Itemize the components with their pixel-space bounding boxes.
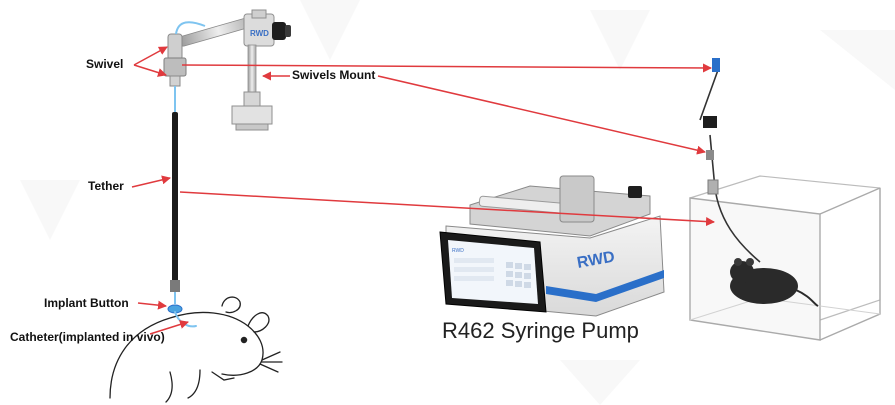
arrow-tether-left — [131, 175, 171, 188]
arrow-tether-right — [179, 191, 715, 227]
label-tether: Tether — [88, 179, 124, 193]
screen-logo: RWD — [452, 248, 464, 254]
pump-title: R462 Syringe Pump — [442, 318, 639, 343]
mount-knob-icon — [272, 22, 286, 40]
infusion-tube — [175, 21, 206, 35]
rat-illustration — [109, 296, 283, 403]
mount-post — [247, 44, 257, 94]
background-pattern — [20, 0, 895, 405]
syringe-pump: RWD RWD — [439, 175, 665, 317]
arrow-swivel-left-b — [133, 64, 167, 77]
swivel-assembly: RWD — [163, 9, 291, 314]
label-implant-button: Implant Button — [44, 296, 129, 310]
label-catheter: Catheter(implanted in vivo) — [10, 330, 165, 344]
arrow-catheter — [149, 320, 189, 335]
mount-logo: RWD — [250, 29, 269, 38]
animal-cage — [689, 58, 881, 341]
callout-arrows — [131, 46, 715, 335]
swivel-body — [167, 33, 183, 61]
screen-keypad — [506, 262, 531, 288]
arrow-swivel-right — [181, 63, 712, 73]
pump-brand: RWD — [576, 249, 616, 272]
arrow-mount-right — [377, 75, 706, 155]
tether-cable — [172, 112, 178, 282]
screen-fields — [454, 258, 494, 281]
pump-blue-stripe — [546, 270, 664, 302]
label-swivel: Swivel — [86, 57, 124, 71]
arrow-implant — [137, 300, 167, 310]
label-swivels-mount: Swivels Mount — [292, 68, 376, 82]
cage-swivel-icon — [712, 58, 720, 72]
mount-base — [231, 105, 273, 125]
arrow-swivel-left-a — [133, 46, 168, 66]
